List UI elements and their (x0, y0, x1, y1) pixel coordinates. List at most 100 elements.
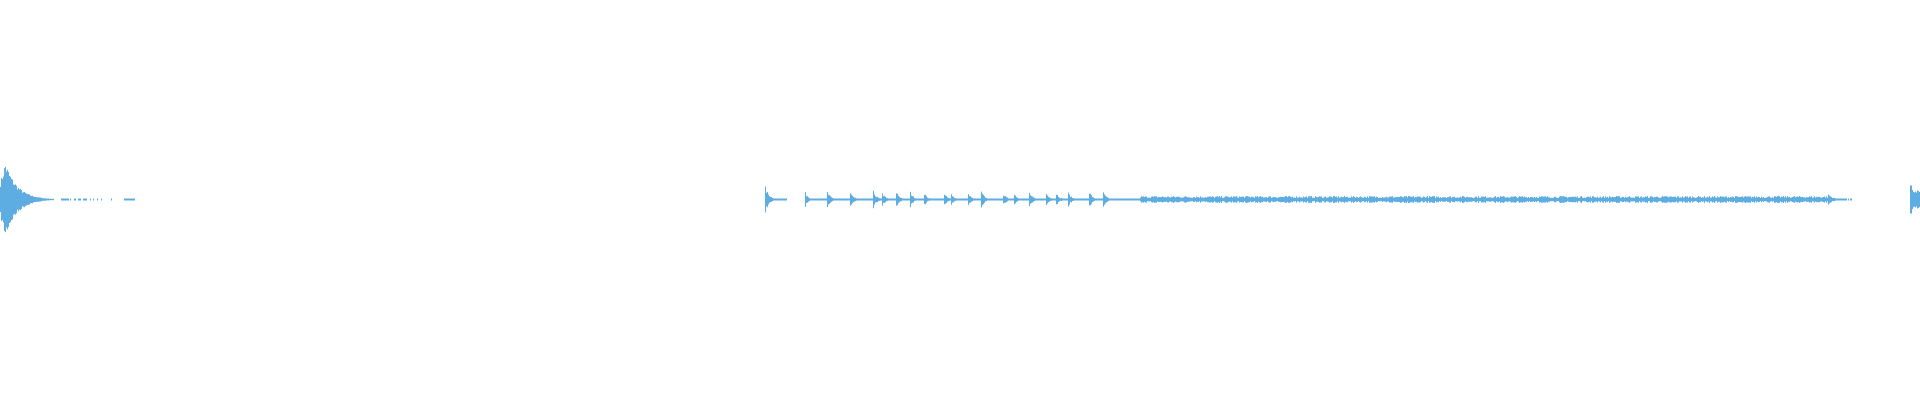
waveform-sample (1103, 192, 1104, 207)
waveform-sample (1833, 197, 1834, 202)
waveform-sample (852, 195, 853, 204)
waveform-sample (1789, 197, 1790, 202)
waveform-sample (848, 198, 849, 201)
waveform-sample (1345, 197, 1346, 202)
waveform-sample (1125, 198, 1126, 201)
waveform-sample (1642, 197, 1643, 202)
waveform-sample (1605, 196, 1606, 203)
waveform-sample (943, 198, 944, 201)
waveform-sample (1218, 196, 1219, 203)
waveform-sample (997, 198, 998, 201)
waveform-sample (0, 186, 1, 213)
waveform-sample (1834, 197, 1835, 202)
waveform-sample (1048, 196, 1049, 203)
waveform-sample (809, 198, 810, 201)
waveform-sample (1303, 196, 1304, 203)
waveform-sample (1354, 196, 1355, 203)
waveform-sample (1307, 197, 1308, 202)
waveform-sample (928, 198, 929, 201)
waveform-sample (807, 196, 808, 203)
waveform-sample (26, 193, 27, 206)
waveform-sample (1352, 197, 1353, 202)
waveform-sample (1448, 197, 1449, 202)
waveform-sample (1068, 192, 1069, 207)
waveform-sample (1402, 197, 1403, 202)
waveform-sample (1456, 197, 1457, 202)
waveform-sample (1100, 198, 1101, 201)
waveform-sample (1378, 197, 1379, 202)
waveform-sample (1201, 197, 1202, 202)
waveform-sample (1637, 196, 1638, 203)
waveform-sample (1298, 197, 1299, 202)
waveform-sample (1422, 197, 1423, 202)
waveform-sample (863, 198, 864, 201)
waveform-sample (1102, 198, 1103, 201)
waveform-sample (1469, 197, 1470, 202)
waveform-sample (1388, 197, 1389, 202)
waveform-sample (1358, 197, 1359, 202)
waveform-sample (1708, 197, 1709, 202)
waveform-sample (777, 198, 778, 201)
waveform-sample (1496, 197, 1497, 202)
waveform-sample (1285, 196, 1286, 203)
waveform-sample (1050, 198, 1051, 201)
waveform-sample (1406, 196, 1407, 203)
waveform-sample (1131, 198, 1132, 201)
waveform-sample (1822, 197, 1823, 202)
waveform-sample (1056, 194, 1057, 205)
waveform-sample (1525, 197, 1526, 202)
waveform-sample (4, 168, 5, 231)
waveform-sample (1289, 196, 1290, 203)
waveform-sample (1638, 196, 1639, 203)
waveform-sample (1114, 198, 1115, 201)
waveform-sample (70, 198, 71, 201)
waveform-sample (1604, 197, 1605, 202)
waveform-sample (1786, 197, 1787, 202)
waveform-sample (1516, 196, 1517, 203)
waveform-sample (1420, 196, 1421, 203)
waveform-sample (1476, 196, 1477, 203)
waveform-sample (946, 196, 947, 203)
waveform-sample (1719, 197, 1720, 202)
waveform-sample (1751, 197, 1752, 202)
waveform-sample (1426, 196, 1427, 203)
waveform-sample (1225, 196, 1226, 203)
waveform-sample (1287, 197, 1288, 202)
waveform-sample (1373, 196, 1374, 203)
waveform-sample (1385, 197, 1386, 202)
waveform-sample (1270, 196, 1271, 203)
waveform-sample (1389, 196, 1390, 203)
waveform-sample (855, 197, 856, 202)
waveform-sample (1007, 197, 1008, 202)
waveform-sample (1561, 196, 1562, 203)
waveform-sample (813, 198, 814, 201)
waveform-sample (1243, 196, 1244, 203)
waveform-sample (1435, 197, 1436, 202)
waveform-sample (942, 198, 943, 201)
waveform-sample (941, 198, 942, 201)
waveform-sample (1620, 197, 1621, 202)
waveform-sample (1635, 196, 1636, 203)
waveform-sample (37, 197, 38, 202)
waveform-sample (877, 196, 878, 203)
waveform-sample (999, 198, 1000, 201)
waveform-sample (1224, 197, 1225, 202)
waveform-sample (1283, 197, 1284, 202)
waveform-sample (1772, 197, 1773, 202)
waveform-sample (1434, 196, 1435, 203)
waveform-sample (52, 198, 53, 201)
waveform-sample (1740, 196, 1741, 203)
waveform-sample (1370, 196, 1371, 203)
waveform-sample (1755, 197, 1756, 202)
waveform-sample (1557, 197, 1558, 202)
waveform-sample (921, 198, 922, 201)
waveform-sample (1519, 196, 1520, 203)
waveform-sample (1357, 196, 1358, 203)
waveform-sample (1001, 198, 1002, 201)
waveform-sample (1331, 196, 1332, 203)
waveform-sample (1731, 197, 1732, 202)
waveform-sample (949, 198, 950, 201)
waveform-sample (1018, 198, 1019, 201)
waveform-sample (1295, 197, 1296, 202)
